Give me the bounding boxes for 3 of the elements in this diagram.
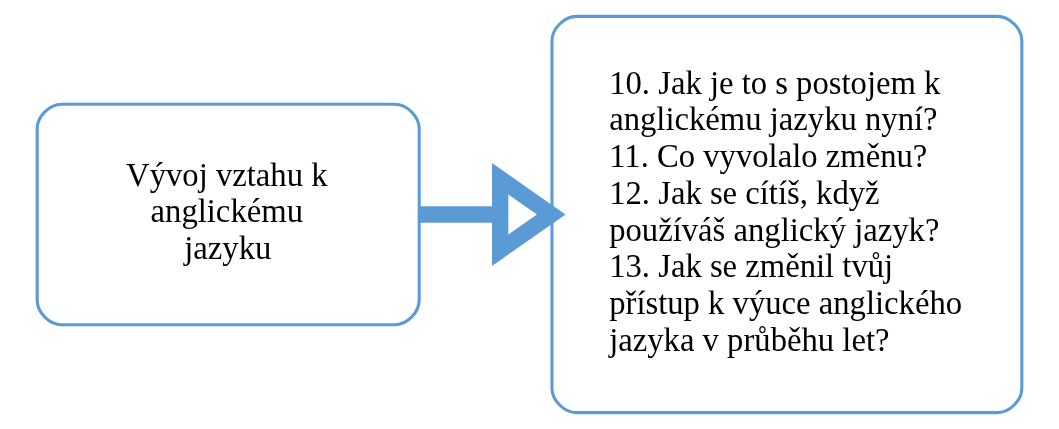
node-box: 10. Jak je to s postojem k anglickému jazyku nyní? 11. Co vyvolalo změnu? 12. Jak se cítíš, když používáš anglický jazyk? 13. Jak se změnil tvůj přístup k výuce anglického jazyka v průběhu let?	[550, 14, 1024, 415]
node-box: Vývoj vztahu k anglickému jazyku	[35, 102, 421, 327]
arrow	[419, 163, 566, 266]
